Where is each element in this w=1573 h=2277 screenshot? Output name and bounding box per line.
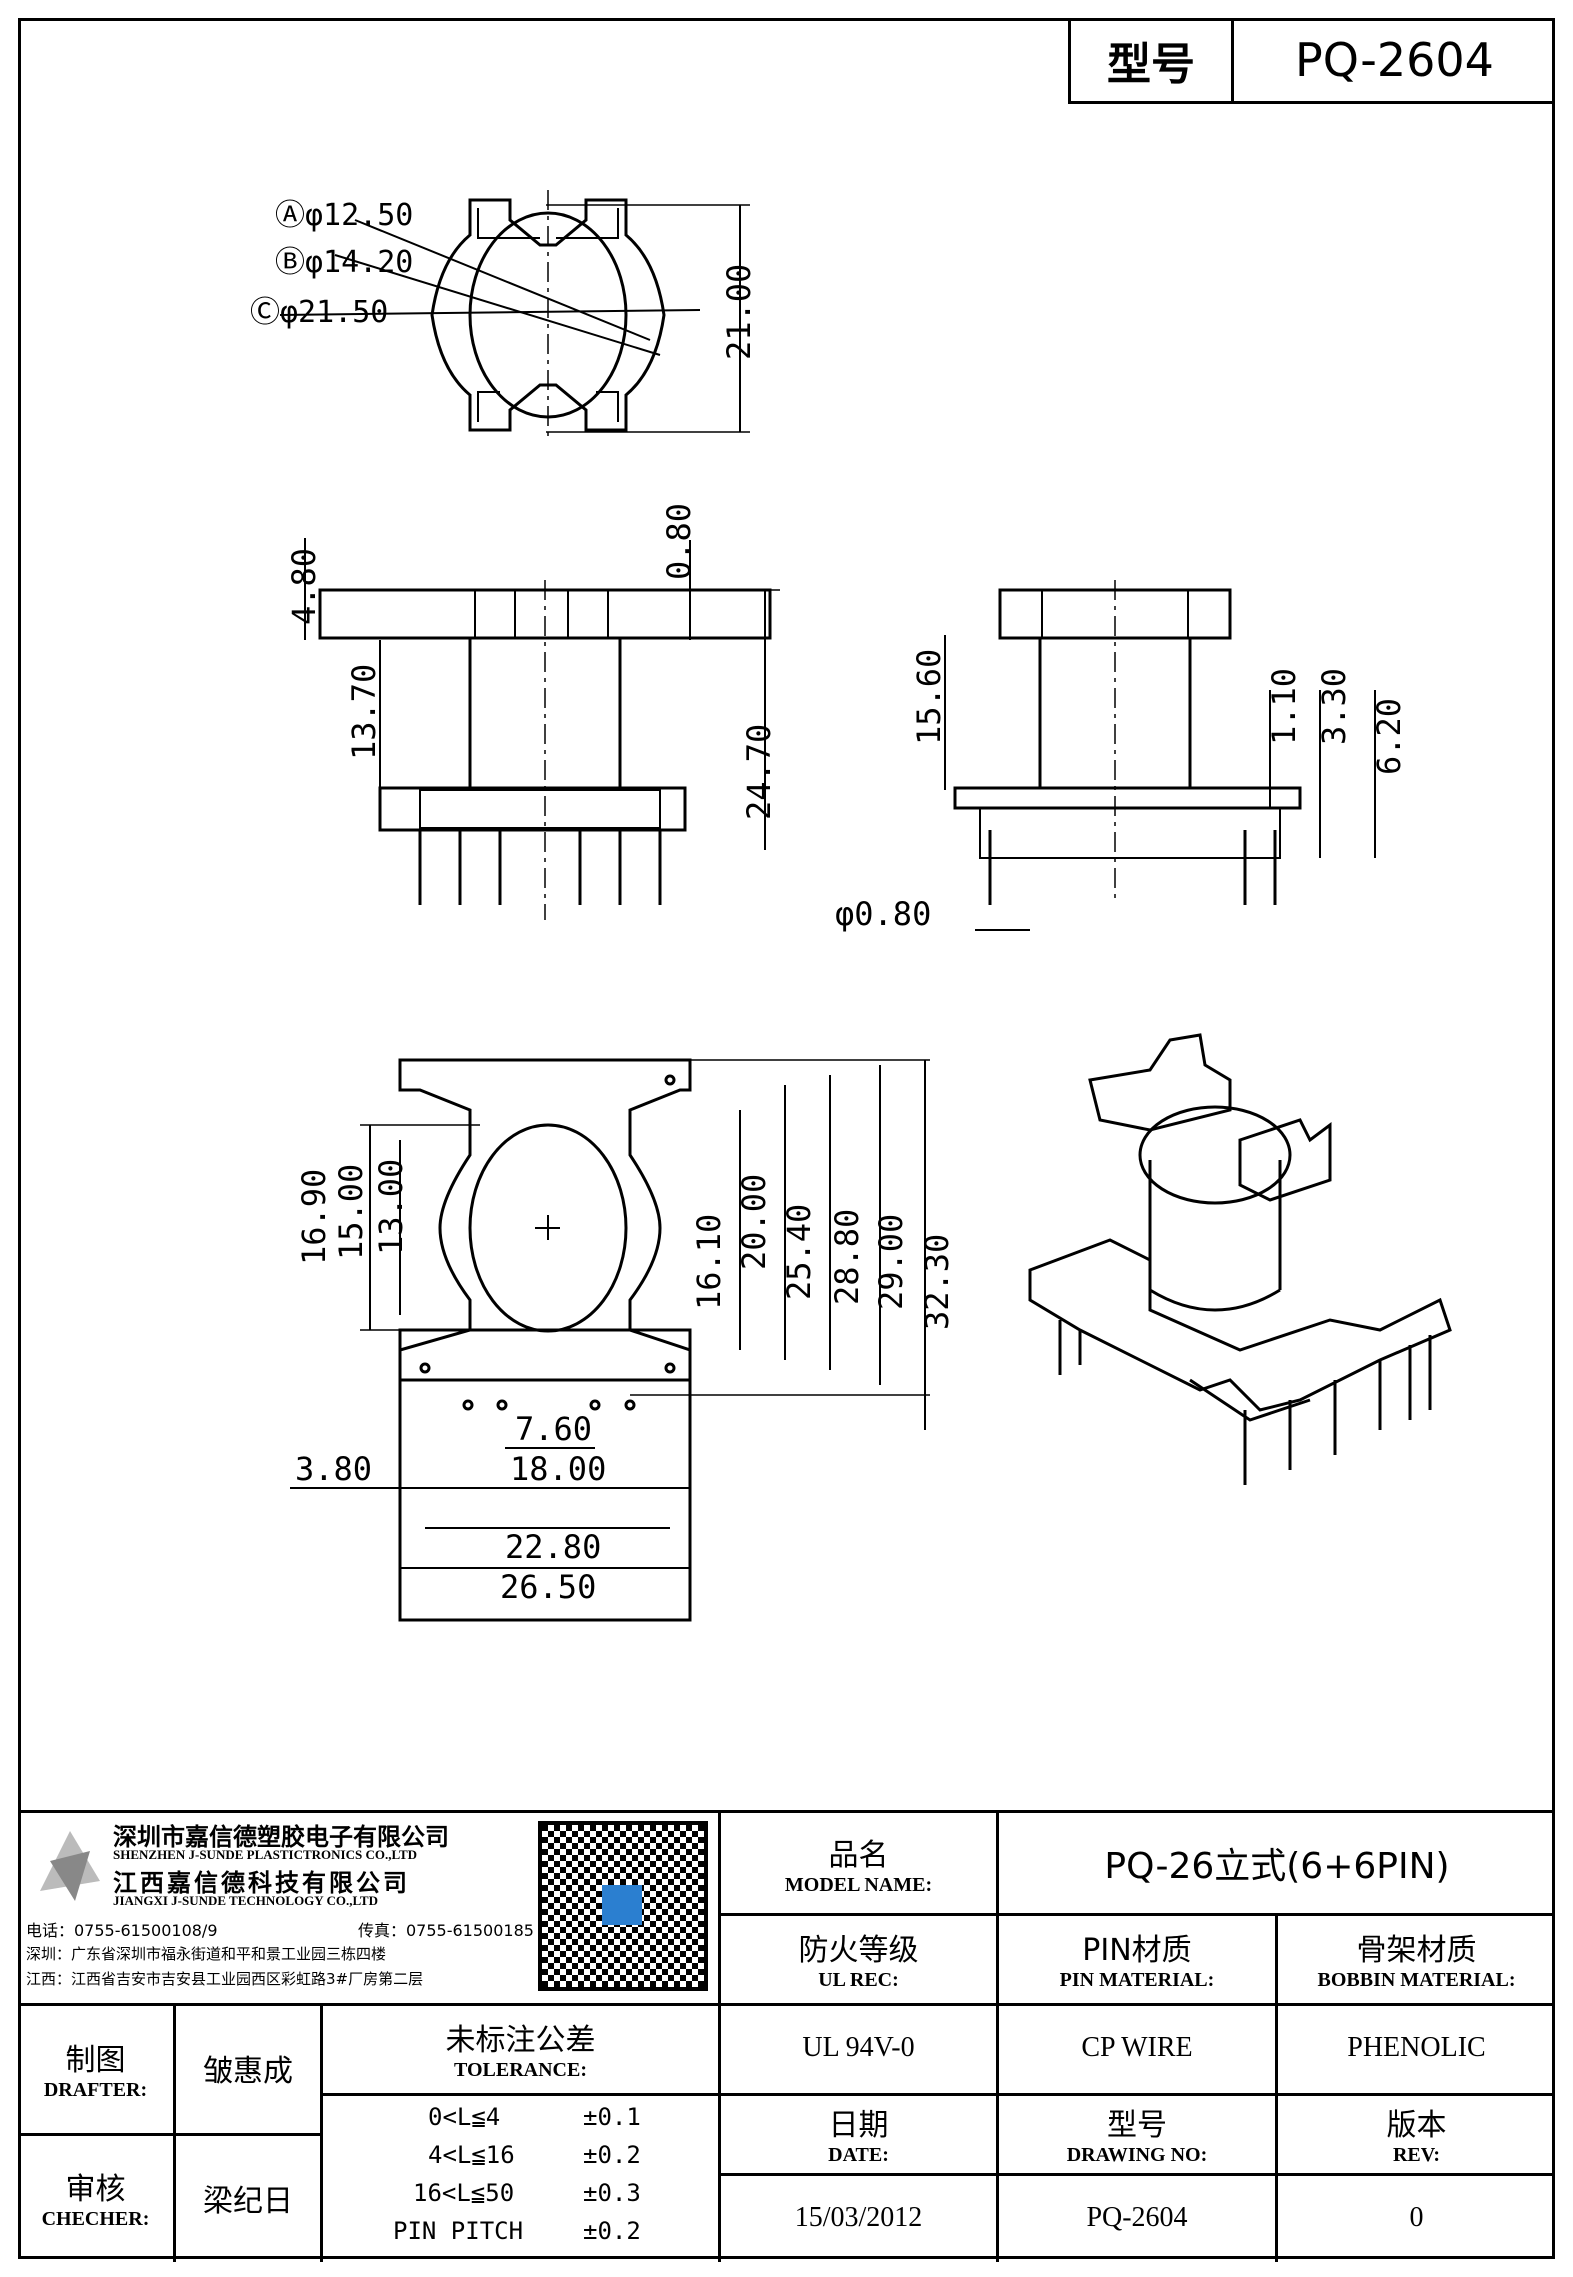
isometric-view [1028, 1033, 1452, 1485]
top-view [279, 190, 750, 440]
qr-code [538, 1821, 708, 1991]
dim-d-top: 21.00 [720, 264, 758, 360]
dim-e: 13.70 [345, 664, 383, 760]
dim-i: 1.10 [1265, 668, 1303, 745]
technical-drawing: Ⓐφ12.50 Ⓑφ14.20 Ⓒφ21.50 21.00 4.80 0.80 … [250, 190, 1452, 1622]
tol-value-1: ±0.1 [583, 2103, 641, 2131]
model-name-label: 品名 MODEL NAME: [784, 1837, 933, 1896]
dim-h: 15.60 [910, 649, 948, 745]
rev-value: 0 [1409, 2201, 1424, 2233]
drawing-no-value: PQ-2604 [1086, 2201, 1188, 2233]
model-name-value: PQ-26立式(6+6PIN) [1104, 1846, 1450, 1887]
tol-value-4: ±0.2 [583, 2217, 641, 2245]
tol-range-1: 0<L≦4 [428, 2103, 501, 2131]
company-name-cn: 深圳市嘉信德塑胶电子有限公司 [113, 1823, 449, 1851]
dim-k: 6.20 [1370, 698, 1408, 775]
tol-value-2: ±0.2 [583, 2141, 641, 2169]
dim-n: 25.40 [780, 1204, 818, 1300]
dim-d-side: 4.80 [285, 548, 323, 625]
dim-f: 0.80 [660, 503, 698, 580]
drafter-value: 皱惠成 [203, 2054, 293, 2089]
company-tel: 电话：0755-61500108/9 [26, 1921, 218, 1940]
dim-m: 20.00 [735, 1174, 773, 1270]
dim-q: 7.60 [515, 1410, 592, 1448]
front-view [304, 538, 780, 920]
dim-r: 22.80 [505, 1528, 601, 1566]
ul-value: UL 94V-0 [802, 2032, 915, 2063]
dim-j: 3.30 [1315, 668, 1353, 745]
bottom-view [290, 1058, 930, 1622]
dim-p: 3.80 [295, 1450, 372, 1488]
dim-t: 16.10 [690, 1214, 728, 1310]
dim-v2: 18.00 [510, 1450, 606, 1488]
tol-value-3: ±0.3 [583, 2179, 641, 2207]
tol-range-3: 16<L≦50 [413, 2179, 515, 2207]
dim-v: 32.30 [918, 1234, 956, 1330]
dim-a: Ⓐφ12.50 [275, 198, 413, 233]
title-block: 深圳市嘉信德塑胶电子有限公司 SHENZHEN J-SUNDE PLASTICT… [18, 1810, 1555, 2262]
company-name-en: SHENZHEN J-SUNDE PLASTICTRONICS CO.,LTD [113, 1847, 418, 1862]
bobbin-material-value: PHENOLIC [1347, 2032, 1486, 2063]
company-logo [30, 1821, 110, 1911]
company2-name-en: JIANGXI J-SUNDE TECHNOLOGY CO.,LTD [113, 1893, 378, 1908]
dim-g: 24.70 [740, 724, 778, 820]
dim-o: 29.00 [872, 1214, 910, 1310]
dim-h2: 15.00 [332, 1164, 370, 1260]
dim-s: 26.50 [500, 1568, 596, 1606]
company2-name-cn: 江西嘉信德科技有限公司 [113, 1869, 410, 1897]
dim-h1: 16.90 [295, 1169, 333, 1265]
header-box: 型号 PQ-2604 [1068, 18, 1555, 104]
company-address-jx: 江西：江西省吉安市吉安县工业园西区彩虹路3#厂房第二层 [26, 1970, 424, 1988]
dim-l: φ0.80 [835, 895, 931, 933]
company-fax: 传真：0755-61500185 [358, 1921, 534, 1940]
date-value: 15/03/2012 [794, 2201, 923, 2233]
model-value: PQ-2604 [1295, 32, 1494, 87]
pin-material-value: CP WIRE [1081, 2032, 1193, 2063]
tol-range-2: 4<L≦16 [428, 2141, 515, 2169]
dim-h3: 13.00 [372, 1159, 410, 1255]
dim-u: 28.80 [828, 1209, 866, 1305]
company-address-sz: 深圳：广东省深圳市福永街道和平和景工业园三栋四楼 [26, 1945, 387, 1963]
dim-c: Ⓒφ21.50 [250, 295, 388, 330]
drawing-frame [18, 18, 1555, 2259]
model-label: 型号 [1071, 18, 1234, 101]
checker-value: 梁纪日 [203, 2183, 293, 2219]
tol-range-4: PIN PITCH [393, 2217, 524, 2245]
dim-b: Ⓑφ14.20 [275, 245, 413, 280]
side-view [944, 580, 1376, 931]
